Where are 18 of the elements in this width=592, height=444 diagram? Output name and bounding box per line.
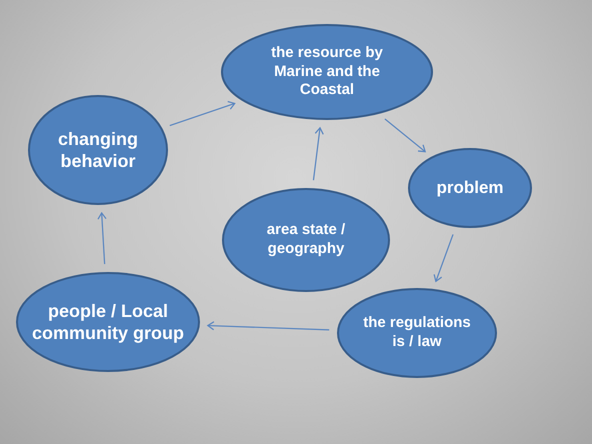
- arrow: [97, 212, 107, 264]
- node-label: area state / geography: [266, 221, 346, 259]
- ellipse-node: [222, 188, 390, 292]
- arrow: [384, 118, 426, 152]
- ellipse-node: [408, 148, 532, 228]
- node-label: people / Local community group: [31, 300, 185, 344]
- arrow: [434, 234, 454, 282]
- ellipse-node: [221, 24, 433, 120]
- node-label: the resource by Marine and the Coastal: [270, 44, 384, 100]
- ellipse-node: [337, 288, 497, 378]
- node-label: changing behavior: [57, 128, 139, 172]
- ellipse-node: [16, 272, 200, 372]
- ellipse-node: [28, 95, 168, 205]
- arrow: [170, 100, 236, 126]
- node-label: problem: [435, 177, 505, 199]
- arrow: [312, 127, 324, 180]
- node-label: the regulations is / law: [362, 314, 472, 352]
- arrow: [207, 321, 330, 330]
